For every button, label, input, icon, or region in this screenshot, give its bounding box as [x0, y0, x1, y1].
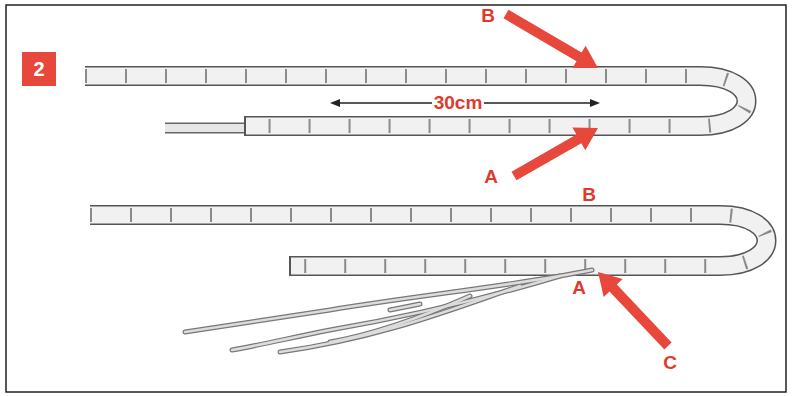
point-label: C [661, 352, 679, 373]
point-label: B [479, 5, 497, 26]
point-label: A [482, 166, 500, 187]
point-label: B [580, 184, 598, 205]
rope-top [85, 76, 747, 136]
callout-arrow [512, 128, 599, 181]
point-label: A [570, 277, 588, 298]
callout-arrow [598, 272, 672, 349]
frame [6, 5, 786, 392]
callout-arrows [504, 10, 672, 350]
step-number: 2 [33, 58, 44, 81]
rope-bottom [90, 215, 767, 276]
rope-strands [185, 270, 592, 352]
step-badge: 2 [22, 52, 56, 86]
dimension-label: 30cm [432, 92, 485, 113]
callout-arrow [504, 10, 599, 68]
